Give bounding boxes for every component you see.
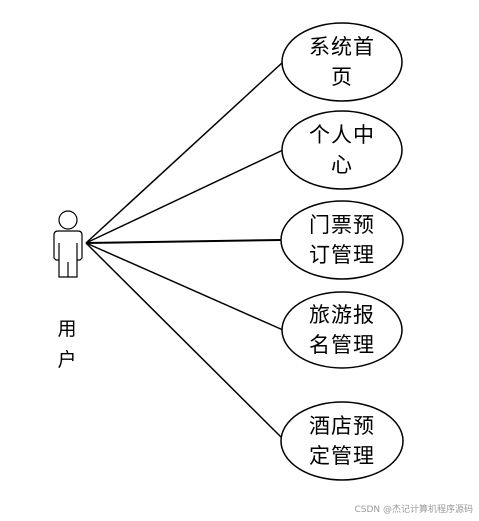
association-line-3 bbox=[85, 239, 282, 244]
watermark-text: CSDN @杰记计算机程序源码 bbox=[354, 505, 473, 515]
use-case-ellipse-4 bbox=[281, 291, 403, 369]
association-line-5 bbox=[85, 242, 286, 442]
association-line-1 bbox=[85, 61, 284, 244]
actor-label: 用户 bbox=[57, 318, 77, 371]
use-case-label-5: 酒店预定管理 bbox=[309, 414, 375, 468]
use-case-label-4: 旅游报名管理 bbox=[309, 303, 375, 357]
actor-head bbox=[58, 210, 78, 230]
association-line-2 bbox=[85, 149, 284, 244]
association-line-4 bbox=[85, 242, 284, 331]
use-case-label-1: 系统首页 bbox=[309, 35, 375, 89]
use-case-label-2: 个人中心 bbox=[309, 123, 375, 177]
use-case-ellipse-3 bbox=[280, 200, 404, 280]
actor-body bbox=[53, 230, 83, 278]
actor-figure bbox=[53, 210, 83, 278]
use-case-ellipse-1 bbox=[281, 22, 403, 102]
use-case-label-3: 门票预订管理 bbox=[309, 213, 375, 267]
use-case-ellipse-2 bbox=[281, 110, 403, 190]
use-case-ellipse-5 bbox=[280, 401, 404, 481]
